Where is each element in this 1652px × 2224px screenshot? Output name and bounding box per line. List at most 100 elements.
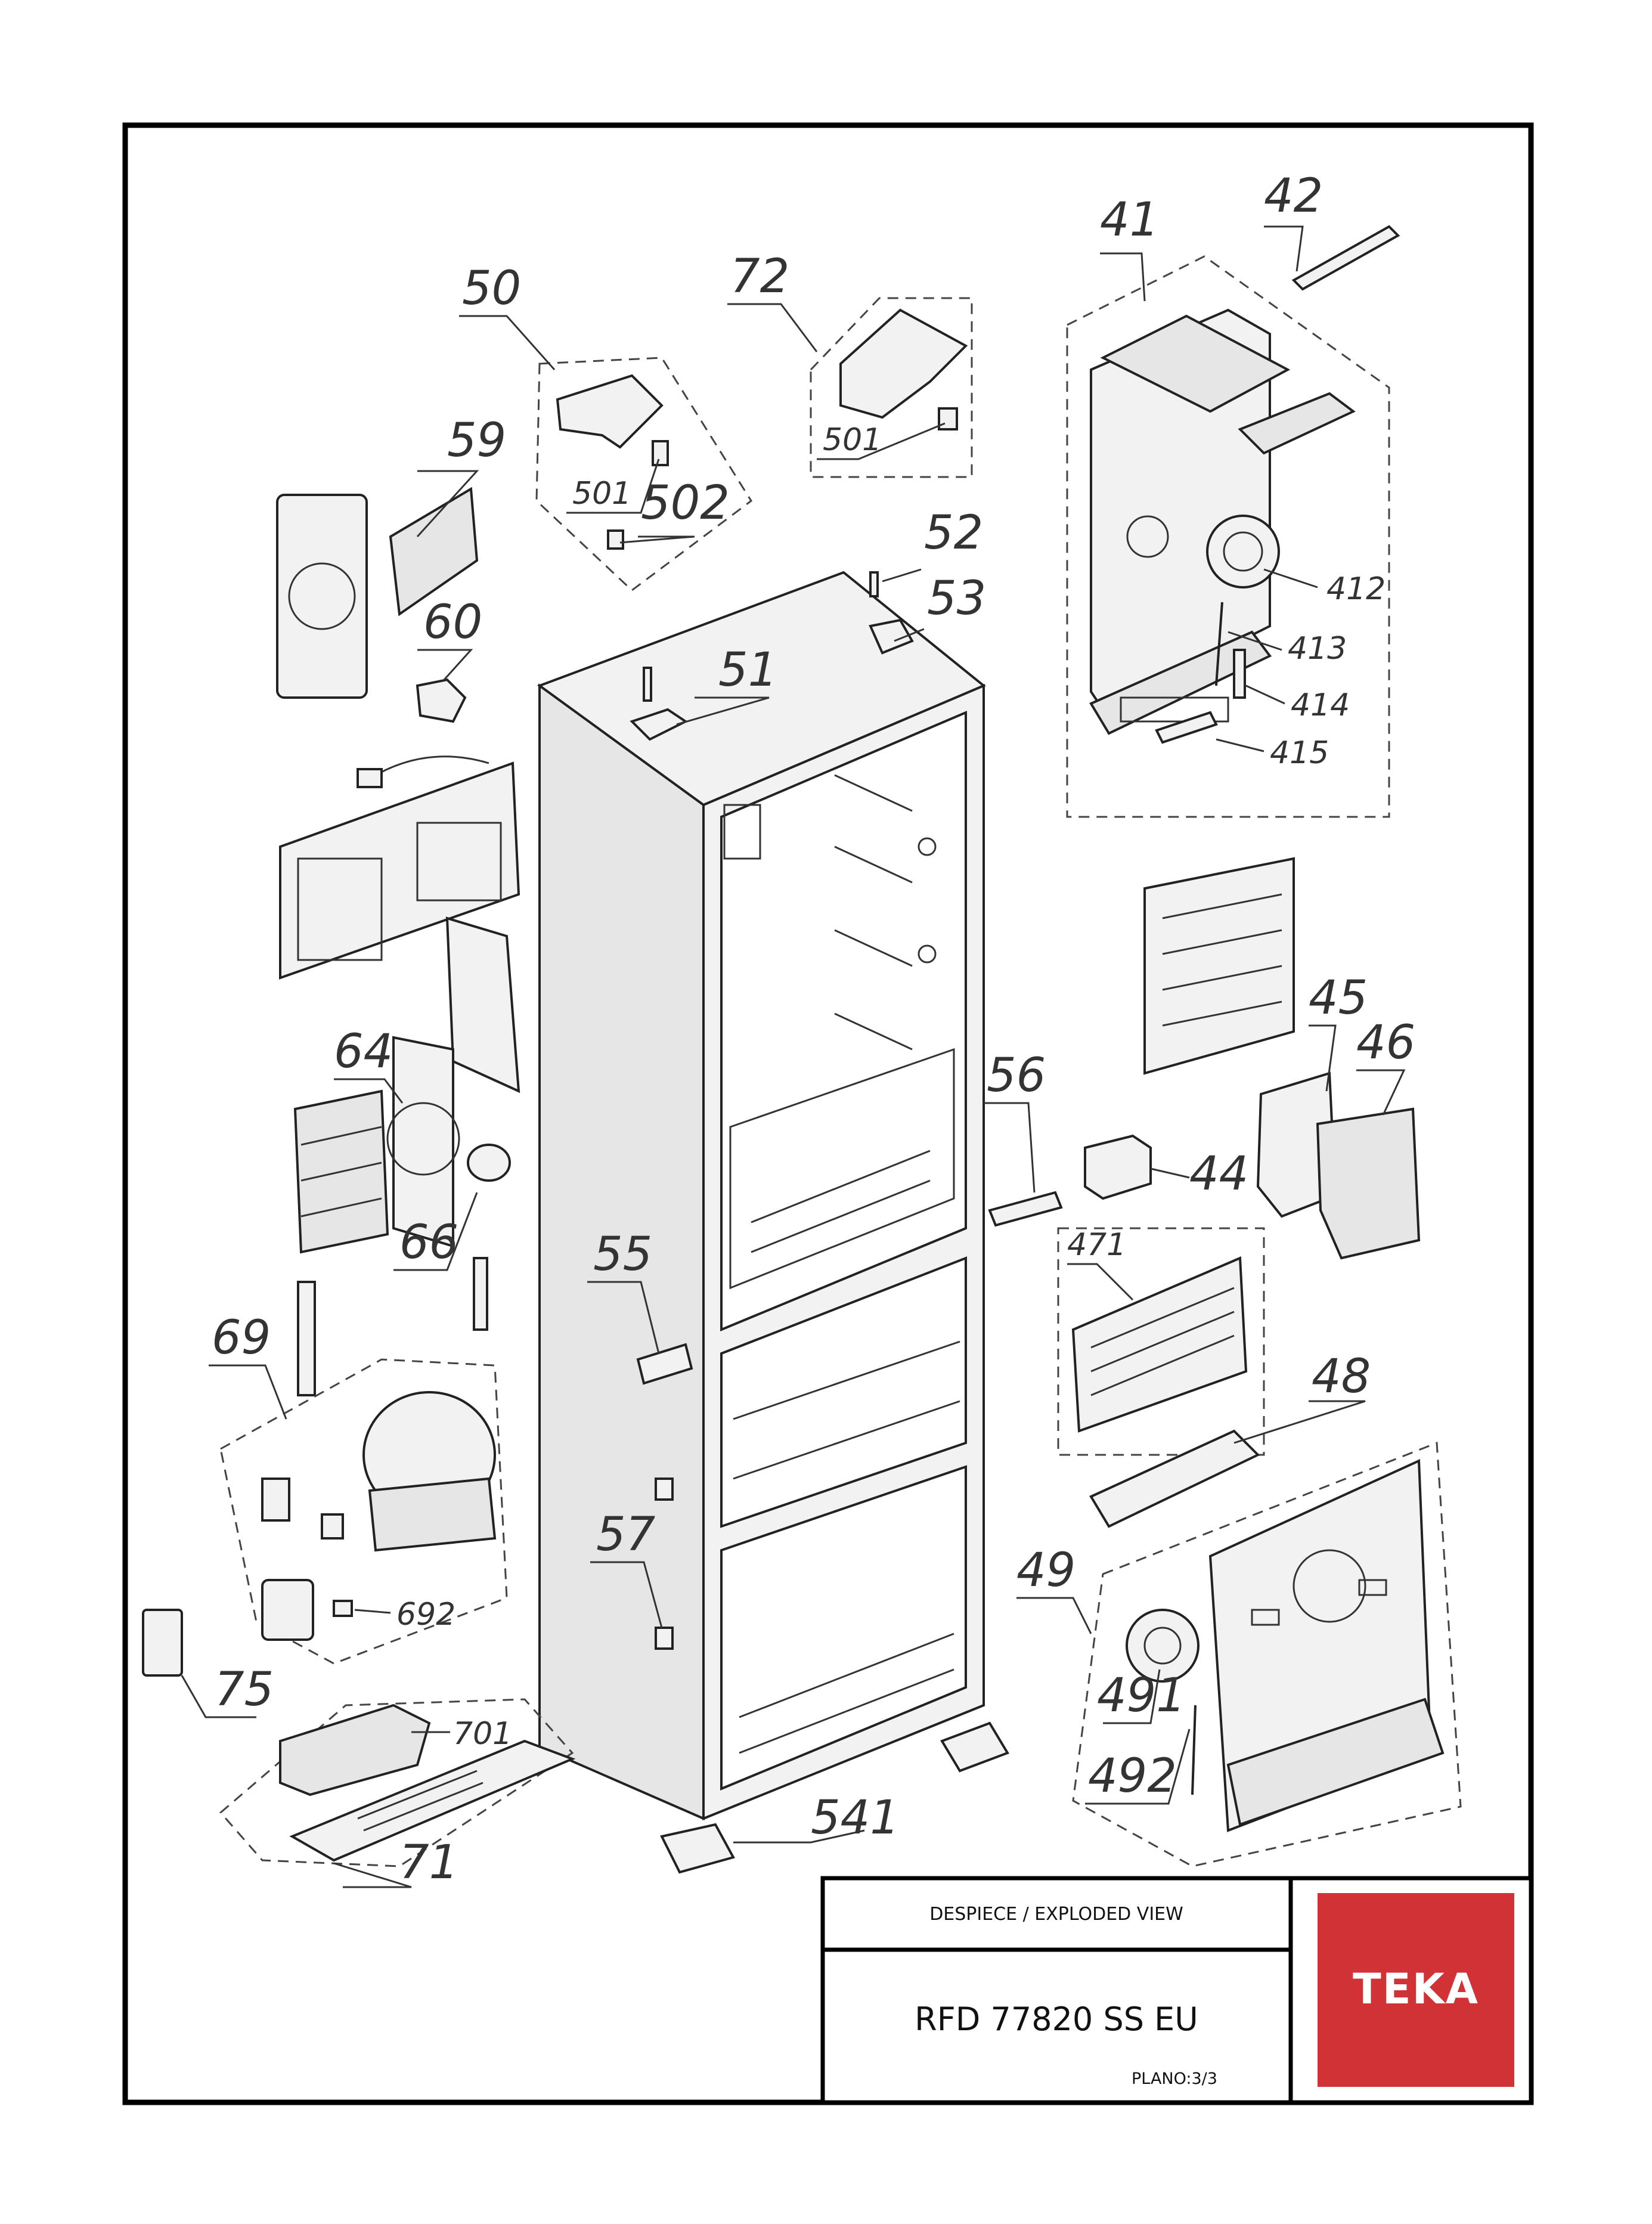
part-412-fan-motor bbox=[1206, 515, 1280, 588]
label-502: 502 bbox=[641, 476, 730, 530]
label-56: 56 bbox=[987, 1049, 1046, 1102]
label-501-a: 501 bbox=[572, 476, 631, 512]
label-46: 46 bbox=[1356, 1016, 1415, 1070]
label-51: 51 bbox=[718, 643, 777, 697]
upper-evaporator bbox=[1143, 857, 1295, 1075]
label-55: 55 bbox=[593, 1228, 652, 1281]
label-492: 492 bbox=[1088, 1749, 1177, 1803]
label-66: 66 bbox=[399, 1216, 458, 1269]
part-69-compressor bbox=[362, 1391, 497, 1552]
valve bbox=[473, 1257, 488, 1331]
rear-cover-panel bbox=[279, 761, 520, 980]
label-48: 48 bbox=[1312, 1350, 1371, 1404]
label-69: 69 bbox=[212, 1311, 271, 1365]
label-53: 53 bbox=[927, 572, 986, 625]
compressor-starter bbox=[321, 1513, 344, 1540]
part-492-rod bbox=[1191, 1705, 1197, 1795]
part-701-tray bbox=[279, 1703, 431, 1796]
label-541: 541 bbox=[811, 1791, 900, 1845]
part-66-capacitor bbox=[467, 1144, 511, 1182]
label-44: 44 bbox=[1189, 1147, 1248, 1201]
part-75-bag bbox=[142, 1609, 183, 1677]
label-413: 413 bbox=[1288, 631, 1347, 667]
part-52-screws bbox=[869, 571, 879, 597]
label-415: 415 bbox=[1270, 735, 1329, 771]
part-51-screws bbox=[643, 667, 652, 702]
part-56-hinge bbox=[988, 1191, 1063, 1227]
label-52: 52 bbox=[924, 506, 983, 560]
compressor-cover bbox=[261, 1579, 314, 1641]
part-471-evaporator bbox=[1071, 1256, 1248, 1433]
part-41-fan-cover bbox=[1089, 308, 1291, 735]
part-413-rod bbox=[1215, 602, 1223, 686]
part-49-rear-panel bbox=[1208, 1458, 1445, 1832]
part-501-connector-a bbox=[652, 440, 669, 466]
title-heading: DESPIECE / EXPLODED VIEW bbox=[929, 1904, 1183, 1925]
refrigerator-cabinet bbox=[537, 571, 986, 1821]
group-50-outline bbox=[535, 357, 753, 591]
part-57-stop-upper bbox=[655, 1477, 674, 1501]
part-46-duct bbox=[1316, 1107, 1421, 1260]
label-71: 71 bbox=[399, 1836, 458, 1890]
part-41-panel bbox=[1238, 392, 1356, 455]
part-502-connector bbox=[607, 529, 624, 550]
part-57-stop-lower bbox=[655, 1627, 674, 1650]
part-692-clip bbox=[333, 1600, 353, 1617]
part-53-hinge bbox=[869, 618, 914, 655]
label-501-b: 501 bbox=[823, 422, 882, 458]
label-701: 701 bbox=[453, 1716, 512, 1752]
part-60-switch bbox=[416, 678, 467, 723]
part-64-condenser-fan bbox=[386, 1036, 460, 1248]
label-75: 75 bbox=[215, 1663, 274, 1717]
label-60: 60 bbox=[423, 596, 482, 649]
power-cord bbox=[375, 755, 489, 776]
part-59-control-board bbox=[389, 487, 479, 617]
part-42-handle bbox=[1291, 225, 1400, 291]
compressor-relay bbox=[261, 1477, 290, 1522]
part-491-fan bbox=[1126, 1609, 1200, 1683]
teka-logo: TEKA bbox=[1353, 1965, 1479, 2014]
label-412: 412 bbox=[1326, 571, 1386, 607]
label-41: 41 bbox=[1100, 193, 1159, 247]
part-48-tray bbox=[1089, 1429, 1260, 1528]
label-45: 45 bbox=[1309, 971, 1368, 1025]
teka-logo-box bbox=[1318, 1893, 1514, 2087]
part-72-housing bbox=[839, 308, 968, 419]
part-44-box bbox=[1084, 1134, 1152, 1200]
part-45-cover bbox=[1256, 1071, 1337, 1218]
drier-filter bbox=[297, 1281, 316, 1396]
label-491: 491 bbox=[1097, 1669, 1186, 1723]
power-plug bbox=[357, 768, 383, 788]
label-414: 414 bbox=[1291, 687, 1350, 723]
title-block: DESPIECE / EXPLODED VIEW RFD 77820 SS EU… bbox=[820, 1876, 1533, 2105]
label-64: 64 bbox=[334, 1025, 393, 1079]
front-foot-right bbox=[940, 1721, 1009, 1773]
group-41-outline bbox=[1066, 255, 1390, 818]
group-69-outline bbox=[219, 1358, 508, 1665]
leader-lines bbox=[181, 225, 1406, 1888]
group-49-outline bbox=[1072, 1441, 1462, 1867]
label-57: 57 bbox=[596, 1508, 655, 1562]
part-labels: 41 42 412 413 414 415 44 45 46 471 48 49… bbox=[212, 169, 1415, 1890]
label-50: 50 bbox=[462, 262, 521, 315]
label-471: 471 bbox=[1067, 1227, 1126, 1263]
part-71-base-plate bbox=[289, 1739, 576, 1862]
model-number: RFD 77820 SS EU bbox=[915, 2000, 1198, 2038]
part-50-housing bbox=[556, 374, 664, 449]
label-49: 49 bbox=[1016, 1544, 1075, 1597]
label-692: 692 bbox=[396, 1597, 455, 1633]
part-414-pin bbox=[1233, 649, 1246, 699]
part-59-lamp-cover bbox=[276, 494, 368, 699]
label-42: 42 bbox=[1264, 169, 1323, 223]
condenser-coil bbox=[293, 1089, 389, 1254]
part-501-connector-b bbox=[938, 407, 958, 430]
part-415-bracket bbox=[1155, 711, 1218, 744]
fan-shroud bbox=[445, 916, 520, 1094]
label-59: 59 bbox=[447, 414, 506, 467]
part-541-foot bbox=[660, 1823, 735, 1874]
group-471-outline bbox=[1057, 1227, 1265, 1456]
sheet-number: PLANO:3/3 bbox=[1132, 2070, 1217, 2088]
label-72: 72 bbox=[730, 250, 789, 303]
